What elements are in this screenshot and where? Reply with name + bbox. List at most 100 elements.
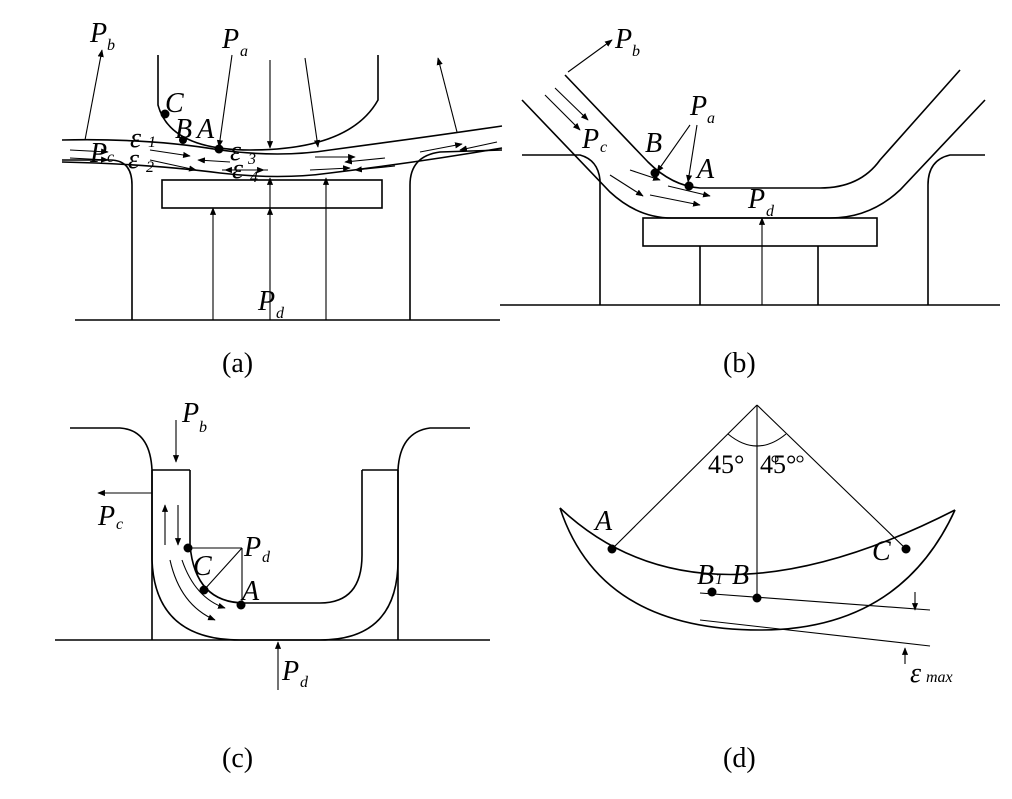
- die-b-right: [927, 154, 985, 305]
- caption-c: (c): [222, 743, 253, 774]
- panel-c: P b P c P d C A P d (c): [55, 398, 490, 774]
- label-c-c: C: [193, 551, 212, 582]
- arrow-pa-b1: [656, 124, 691, 173]
- label-b-a: B: [175, 114, 192, 145]
- flow-a10: [419, 142, 463, 153]
- arrow-pb-a: [84, 49, 104, 141]
- die-a-right: [409, 149, 503, 320]
- flow-a13: [69, 156, 109, 163]
- label-e4-a-sub: 4: [250, 169, 258, 186]
- point-c-c: [199, 585, 209, 595]
- flow-b3: [609, 174, 644, 197]
- point-a-c: [236, 600, 246, 610]
- die-c-right-top: [397, 427, 470, 471]
- flow-b6: [667, 185, 711, 198]
- die-c-left-top: [70, 427, 153, 471]
- flow-a11: [459, 141, 498, 152]
- label-a-b: A: [695, 154, 715, 185]
- label-emax-d-sub: max: [926, 669, 953, 686]
- tangent-d1: [699, 592, 931, 611]
- label-pd-b: P: [747, 184, 765, 215]
- label-pb-c-sub: b: [199, 419, 207, 436]
- ray-d-a: [611, 404, 758, 550]
- flow-b5: [649, 194, 701, 207]
- degree-mark-d2: [796, 455, 804, 463]
- label-e3-a-sub: 3: [247, 151, 256, 168]
- flow-b2: [554, 87, 589, 121]
- ejector-pad-a: [161, 179, 383, 209]
- caption-b: (b): [723, 348, 756, 379]
- tangent-d2: [699, 619, 931, 647]
- sheet-b-outer: [564, 69, 961, 189]
- arrow-pa-a: [216, 54, 233, 148]
- label-pc-b-sub: c: [600, 139, 607, 156]
- label-pc-c-sub: c: [116, 516, 123, 533]
- label-a-a: A: [195, 114, 215, 145]
- angle-arc-d: [727, 433, 787, 447]
- flow-c3: [169, 559, 216, 621]
- point-top-c: [183, 543, 193, 553]
- label-pd-c1-sub: d: [262, 549, 271, 566]
- point-b1-d: [707, 587, 717, 597]
- label-b1-d: B: [697, 560, 714, 591]
- label-pd-c1: P: [243, 532, 261, 563]
- point-b-b: [650, 168, 660, 178]
- ray-d-c: [756, 404, 907, 550]
- tri-c-hyp: [203, 547, 243, 591]
- label-pb-b-sub: b: [632, 43, 640, 60]
- panel-b: P b P a P c B A P d (b): [500, 24, 1000, 379]
- sheet-c-outer: [151, 470, 399, 641]
- flow-a7: [344, 157, 386, 165]
- sheet-a-bottom: [61, 147, 503, 178]
- label-b1-d-sub: 1: [715, 571, 723, 588]
- ejector-pad-b: [642, 217, 878, 247]
- label-c-a: C: [165, 88, 184, 119]
- label-pb-b: P: [614, 24, 632, 55]
- label-pb-c: P: [181, 398, 199, 429]
- label-pa-b-sub: a: [707, 110, 715, 127]
- label-a-c: A: [240, 576, 260, 607]
- label-a-d: A: [593, 506, 613, 537]
- point-b-d: [752, 593, 762, 603]
- flow-a2: [197, 157, 231, 164]
- flow-b4: [629, 169, 661, 181]
- point-a-b: [684, 181, 694, 191]
- label-pc-a: P: [89, 138, 107, 169]
- flow-a9: [354, 165, 396, 173]
- arrow-pa-b2: [686, 124, 698, 183]
- point-a-d: [607, 544, 617, 554]
- label-angle2-d: 45°: [760, 450, 796, 479]
- label-pc-b: P: [581, 124, 599, 155]
- sheet-a-top: [61, 125, 503, 155]
- panel-a: P b P a C B A P c ε 1 ε 2 ε 3 ε 4 P d (a…: [61, 18, 503, 379]
- sheet-c-inner: [189, 470, 363, 604]
- label-e4-a: ε: [232, 154, 243, 185]
- label-pa-b: P: [689, 91, 707, 122]
- flow-a1: [149, 149, 191, 159]
- label-pd-a: P: [257, 286, 275, 317]
- label-e1-a-sub: 1: [148, 134, 156, 151]
- crescent-d-upper: [559, 507, 956, 576]
- label-b-b: B: [645, 128, 662, 159]
- point-b-a: [179, 136, 187, 144]
- label-e2-a-sub: 2: [146, 159, 154, 176]
- label-emax-d: ε: [910, 658, 921, 689]
- label-pb-a: P: [89, 18, 107, 49]
- flow-a8: [309, 165, 351, 172]
- crescent-d-lower: [559, 507, 956, 631]
- point-a-a: [214, 144, 224, 154]
- panel-d: 45° 45° A B 1 B C ε max (d): [559, 404, 956, 774]
- caption-d: (d): [723, 743, 756, 774]
- degree-mark-d1: [771, 455, 779, 463]
- die-a-left: [62, 159, 133, 320]
- label-pd-b-sub: d: [766, 203, 775, 220]
- arrow-top-a2: [304, 57, 321, 148]
- label-pd-c2-sub: d: [300, 674, 309, 691]
- label-pd-c2: P: [281, 656, 299, 687]
- arrow-pb-b: [567, 39, 613, 73]
- caption-a: (a): [222, 348, 253, 379]
- label-b-d: B: [732, 560, 749, 591]
- label-pb-a-sub: b: [107, 37, 115, 54]
- label-c-d: C: [872, 536, 891, 567]
